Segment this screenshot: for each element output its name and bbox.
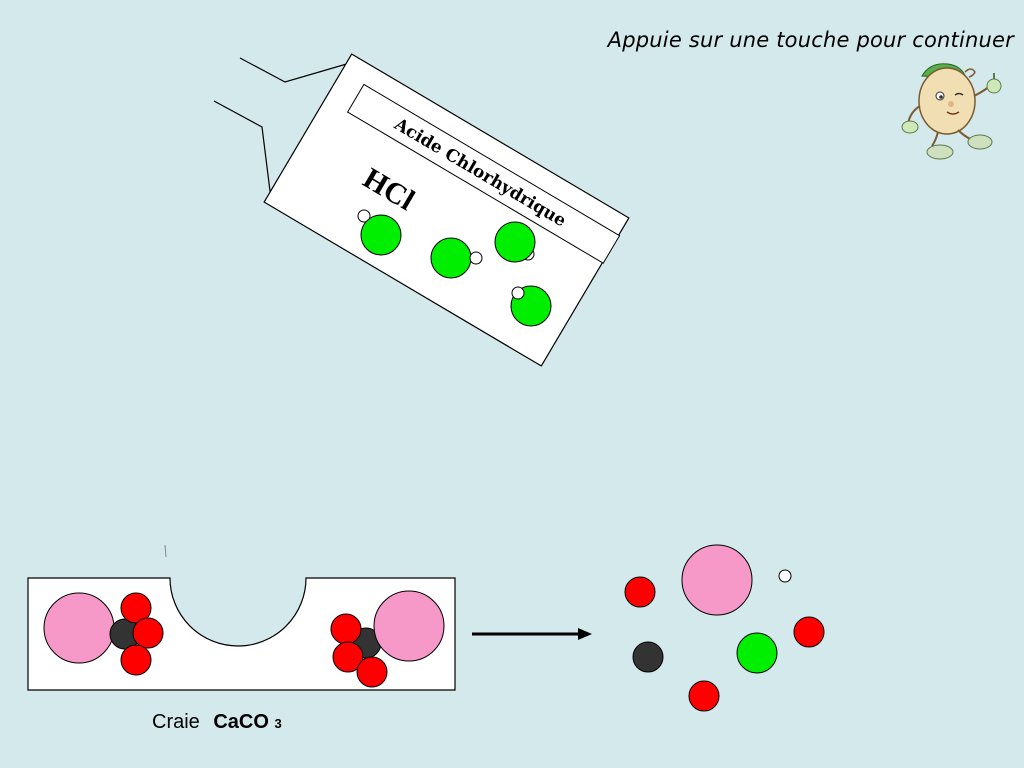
chalk-name: Craie	[152, 711, 200, 733]
hcl-molecule	[494, 221, 536, 263]
bottle-label-box	[346, 83, 621, 264]
chalk-block	[27, 544, 456, 691]
reaction-arrow-icon	[472, 628, 592, 640]
oxygen-atom	[356, 656, 388, 688]
oxygen-atom	[132, 617, 164, 649]
continue-instruction: Appuie sur une touche pour continuer	[607, 28, 1014, 52]
hydrogen-atom	[778, 569, 792, 583]
caco3-molecule	[330, 590, 445, 688]
chlorine-atom	[360, 214, 402, 256]
chlorine-atom	[494, 221, 536, 263]
potato-mascot-icon[interactable]	[901, 63, 1002, 160]
oxygen-atom	[688, 680, 720, 712]
free-atoms	[624, 544, 825, 712]
calcium-atom	[43, 592, 115, 664]
hydrogen-atom	[511, 286, 525, 300]
hydrogen-atom	[469, 251, 483, 265]
oxygen-atom	[793, 616, 825, 648]
oxygen-atom	[624, 576, 656, 608]
chlorine-atom	[736, 632, 778, 674]
chalk-formula: CaCO	[213, 711, 269, 733]
calcium-atom	[373, 590, 445, 662]
calcium-atom	[681, 544, 753, 616]
hydrogen-atom	[357, 209, 371, 223]
carbon-atom	[632, 641, 664, 673]
chalk-formula-subscript: 3	[275, 716, 282, 731]
acid-bottle: Acide Chlorhydrique HCl	[213, 53, 630, 367]
chalk-caption: Craie CaCO 3	[152, 711, 282, 733]
oxygen-atom	[330, 613, 362, 645]
hcl-molecule	[430, 237, 483, 279]
caco3-molecule	[43, 592, 164, 676]
oxygen-atom	[332, 641, 364, 673]
hcl-molecule	[357, 209, 402, 256]
hcl-molecule	[510, 285, 552, 327]
oxygen-atom	[120, 592, 152, 624]
oxygen-atom	[120, 644, 152, 676]
chlorine-atom	[430, 237, 472, 279]
